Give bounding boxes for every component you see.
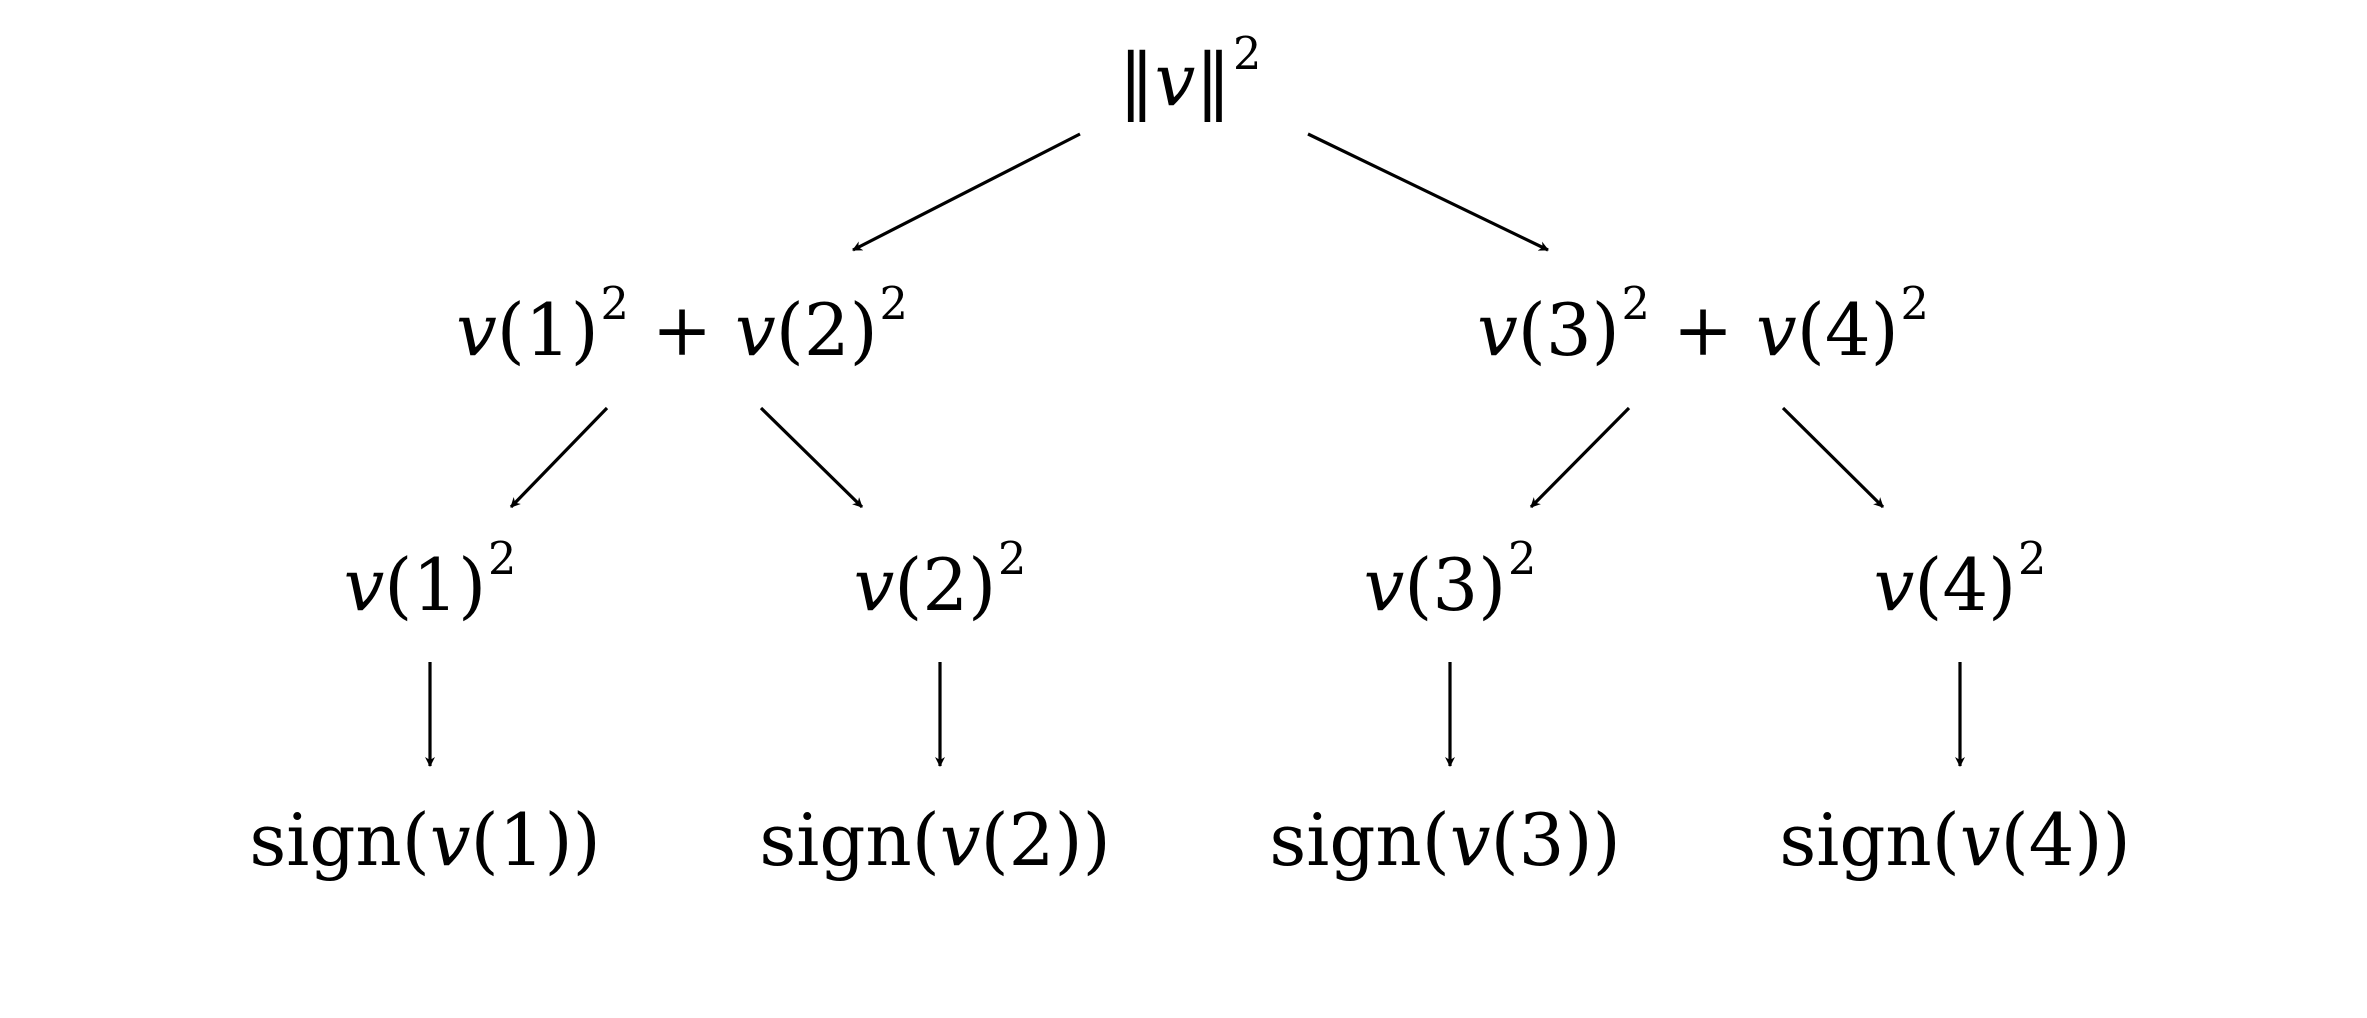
norm-close: ‖ [1195, 38, 1232, 122]
arrow-right-to-v3sq [1529, 406, 1631, 509]
node-sum-v1-v2: v(1)2 + v(2)2 [456, 282, 908, 366]
variable-v: v [1154, 38, 1196, 122]
argument: (2) [980, 798, 1083, 882]
arrow-root-to-right [1307, 132, 1549, 252]
variable-v: v [1449, 798, 1491, 882]
sign-function: sign( [1269, 798, 1450, 882]
exponent: 2 [879, 278, 908, 331]
node-sign-v3: sign(v(3)) [1269, 804, 1620, 876]
node-sign-v1: sign(v(1)) [249, 804, 600, 876]
close-paren: ) [1592, 798, 1621, 882]
variable-v: v [343, 543, 385, 627]
exponent: 2 [1508, 533, 1537, 586]
variable-v: v [1477, 288, 1518, 372]
arrow-right-to-v4sq [1781, 406, 1885, 509]
argument: (4) [2000, 798, 2103, 882]
node-v2-squared: v(2)2 [854, 537, 1027, 621]
exponent: 2 [998, 533, 1027, 586]
node-v4-squared: v(4)2 [1874, 537, 2047, 621]
argument: (4) [1796, 288, 1899, 372]
variable-v: v [735, 288, 776, 372]
node-sum-v3-v4: v(3)2 + v(4)2 [1477, 282, 1929, 366]
close-paren: ) [572, 798, 601, 882]
variable-v: v [1756, 288, 1797, 372]
close-paren: ) [1082, 798, 1111, 882]
argument: (1) [496, 288, 599, 372]
norm-open: ‖ [1118, 38, 1155, 122]
argument: (2) [775, 288, 878, 372]
plus-operator: + [1649, 288, 1757, 372]
exponent: 2 [1621, 278, 1650, 331]
argument: (1) [470, 798, 573, 882]
variable-v: v [1873, 543, 1915, 627]
sign-function: sign( [249, 798, 430, 882]
node-sign-v2: sign(v(2)) [759, 804, 1110, 876]
exponent: 2 [488, 533, 517, 586]
sign-function: sign( [759, 798, 940, 882]
sign-function: sign( [1779, 798, 1960, 882]
plus-operator: + [628, 288, 736, 372]
exponent: 2 [2018, 533, 2047, 586]
node-v1-squared: v(1)2 [344, 537, 517, 621]
variable-v: v [939, 798, 981, 882]
argument: (2) [894, 543, 997, 627]
node-sign-v4: sign(v(4)) [1779, 804, 2130, 876]
variable-v: v [1363, 543, 1405, 627]
argument: (3) [1404, 543, 1507, 627]
argument: (1) [384, 543, 487, 627]
exponent: 2 [1233, 28, 1262, 81]
arrow-left-to-v2sq [759, 406, 864, 509]
node-v3-squared: v(3)2 [1364, 537, 1537, 621]
arrow-left-to-v1sq [509, 406, 609, 509]
arrow-root-to-left [852, 132, 1081, 252]
variable-v: v [456, 288, 497, 372]
variable-v: v [853, 543, 895, 627]
close-paren: ) [2102, 798, 2131, 882]
variable-v: v [1959, 798, 2001, 882]
argument: (3) [1517, 288, 1620, 372]
node-root-norm-squared: ‖v‖2 [1119, 32, 1262, 116]
argument: (4) [1914, 543, 2017, 627]
argument: (3) [1490, 798, 1593, 882]
exponent: 2 [600, 278, 629, 331]
exponent: 2 [1900, 278, 1929, 331]
variable-v: v [429, 798, 471, 882]
